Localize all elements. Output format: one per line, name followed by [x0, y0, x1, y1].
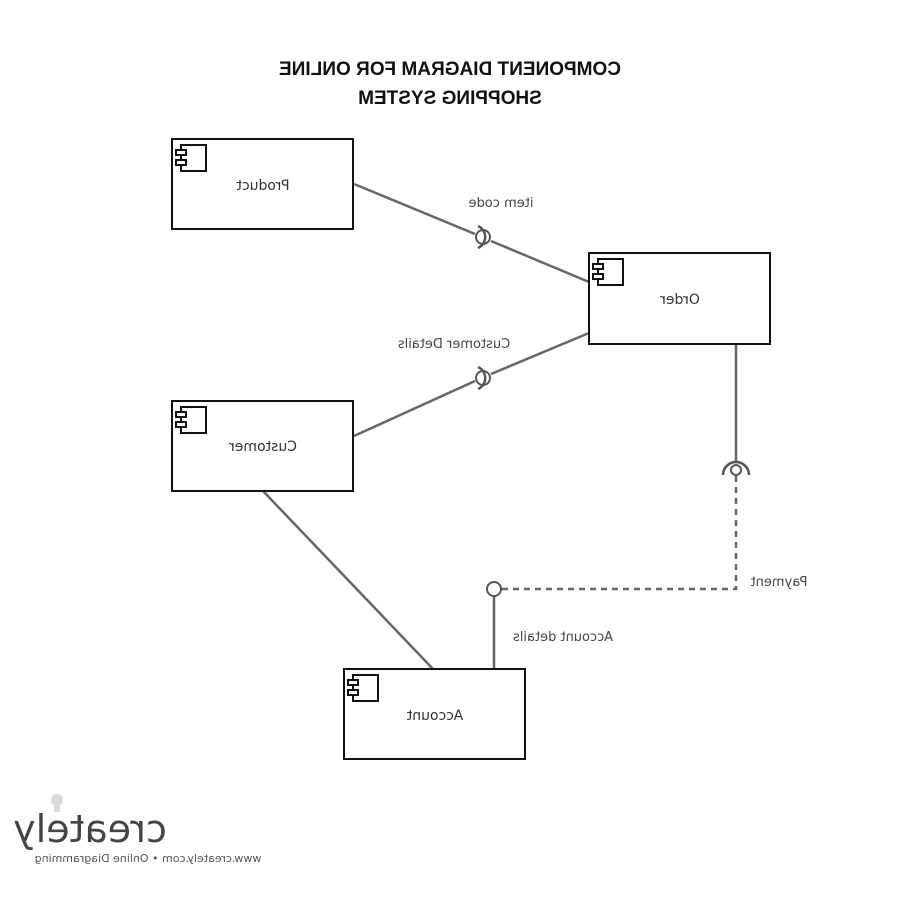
- creately-tagline: www.creately.com • Online Diagramming: [35, 852, 262, 865]
- item-code-interface: [475, 224, 491, 250]
- item-code-socket: [477, 224, 487, 250]
- title-line-1: COMPONENT DIAGRAM FOR ONLINE: [279, 59, 621, 80]
- item-code-order-link: [490, 239, 590, 284]
- customer-label: Customer: [229, 439, 297, 455]
- component-account[interactable]: Account: [343, 668, 526, 760]
- item-code-label: item code: [469, 196, 534, 211]
- component-icon: [175, 144, 207, 172]
- creately-logo: creately: [13, 807, 167, 851]
- order-label: Order: [660, 292, 700, 308]
- account-details-ball: [486, 581, 502, 597]
- payment-ball: [730, 464, 742, 476]
- diagram-title: COMPONENT DIAGRAM FOR ONLINE SHOPPING SY…: [279, 59, 621, 109]
- component-icon: [347, 674, 379, 702]
- component-order[interactable]: Order: [588, 252, 771, 345]
- customer-details-order-link: [490, 331, 590, 376]
- customer-details-socket: [477, 365, 487, 391]
- customer-account-link: [262, 490, 434, 670]
- product-label: Product: [236, 178, 290, 194]
- component-customer[interactable]: Customer: [171, 400, 354, 492]
- customer-details-label: Customer Details: [398, 337, 511, 352]
- payment-label: Payment: [751, 575, 808, 590]
- account-label: Account: [406, 708, 463, 724]
- payment-socket: [721, 460, 751, 476]
- lightbulb-icon: [51, 794, 63, 812]
- account-details-label: Account details: [513, 630, 613, 645]
- product-item-code-link: [353, 182, 476, 236]
- title-line-2: SHOPPING SYSTEM: [358, 88, 542, 109]
- component-icon: [175, 406, 207, 434]
- payment-dependency-link: [502, 474, 738, 591]
- customer-details-interface: [475, 365, 491, 391]
- creately-watermark: creately www.creately.com • Online Diagr…: [13, 794, 261, 865]
- component-product[interactable]: Product: [171, 138, 354, 230]
- payment-interface: [721, 460, 751, 476]
- component-icon: [592, 258, 624, 286]
- customer-details-link: [353, 379, 476, 438]
